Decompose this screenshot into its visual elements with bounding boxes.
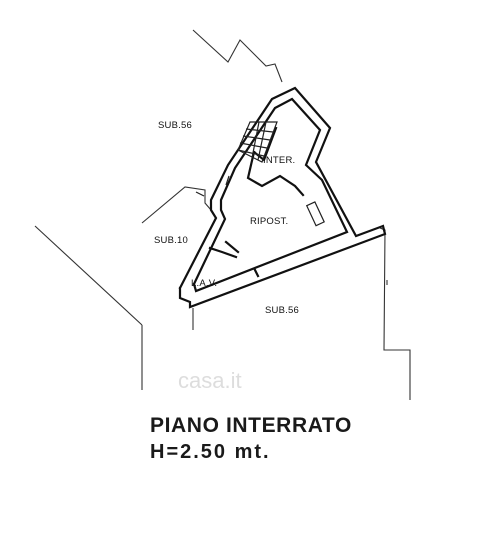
ceiling-height-note: H=2.50 mt. <box>150 441 271 463</box>
plan-title: PIANO INTERRATO <box>150 414 352 437</box>
door-mark-2 <box>195 191 205 197</box>
title-block: PIANO INTERRATO H=2.50 mt. <box>150 413 450 465</box>
label-lav: L.A.V. <box>191 278 217 289</box>
inter-partition <box>246 150 305 197</box>
label-sub56-top: SUB.56 <box>158 120 192 131</box>
watermark-logo: casa.it <box>178 368 242 394</box>
top-neighbor-outline <box>192 29 283 83</box>
unit-walls <box>178 86 387 309</box>
outer-wall <box>178 86 387 309</box>
label-ripost: RIPOST. <box>250 216 288 227</box>
details <box>195 175 325 254</box>
fixture-box <box>305 201 325 227</box>
lav-partition <box>208 246 238 259</box>
inner-wall <box>192 97 349 293</box>
right-neighbor-outline <box>379 227 411 400</box>
stair-block <box>237 121 278 163</box>
left-diagonal-boundary <box>34 225 143 326</box>
lav-wall-door <box>253 268 260 278</box>
door-mark <box>224 240 240 254</box>
label-sub10: SUB.10 <box>154 235 188 246</box>
sub10-outline <box>141 186 212 224</box>
label-sub56-bottom: SUB.56 <box>265 305 299 316</box>
staircase <box>237 121 278 163</box>
watermark-text: casa.it <box>178 368 242 393</box>
label-inter: INTER. <box>263 155 295 166</box>
door-mark-3 <box>225 175 230 186</box>
